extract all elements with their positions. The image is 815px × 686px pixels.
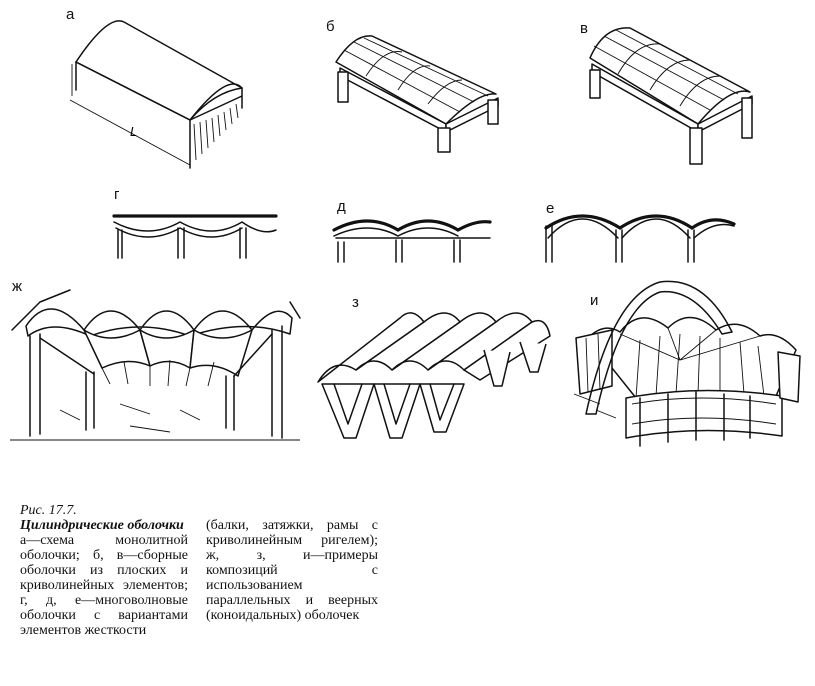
section-e-arches: [544, 214, 736, 263]
shell-b-precast: [335, 35, 499, 153]
label-z: з: [352, 294, 359, 311]
shell-v-precast-curved: [589, 27, 753, 165]
shell-a-monolithic: L: [69, 20, 243, 169]
caption-subtitle: Цилиндрические оболочки: [20, 518, 184, 533]
interior-zh: [10, 289, 301, 441]
label-i: и: [590, 292, 599, 309]
dimension-label: L: [130, 124, 137, 139]
label-v: в: [580, 20, 588, 37]
caption-title: Рис. 17.7.: [20, 503, 77, 518]
caption-body-left: а—схема монолитной оболочки; б, в—сборны…: [20, 533, 188, 638]
label-d: д: [337, 198, 346, 215]
composition-z: [317, 312, 551, 439]
label-b: б: [326, 18, 335, 35]
caption-left: Рис. 17.7. Цилиндрические оболочки а—схе…: [20, 503, 188, 638]
label-a: а: [66, 6, 75, 23]
section-g-beams: [112, 214, 278, 259]
label-zh: ж: [12, 278, 23, 295]
section-d-ties: [332, 219, 492, 263]
label-e: е: [546, 200, 555, 217]
label-g: г: [114, 186, 120, 203]
composition-i: [573, 280, 801, 447]
caption-body-right: (балки, затяжки, рамы с криволинейным ри…: [206, 518, 378, 623]
